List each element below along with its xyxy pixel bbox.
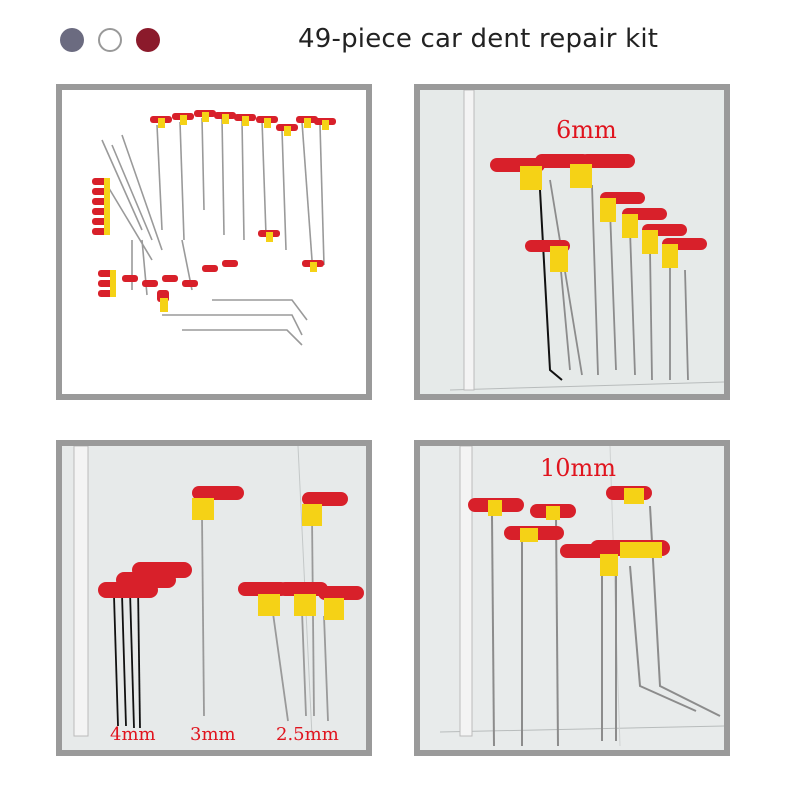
size-label-4mm: 4mm <box>110 724 156 745</box>
overview-photo[interactable] <box>56 84 372 400</box>
product-title: 49-piece car dent repair kit <box>298 24 659 54</box>
six-mm-tools-photo[interactable]: 6mm <box>414 84 730 400</box>
ten-mm-tools-illustration <box>439 446 724 747</box>
size-comparison-photo[interactable]: 4mm 3mm 2.5mm <box>56 440 372 756</box>
six-mm-tools-illustration <box>449 90 724 391</box>
size-comparison-illustration <box>73 446 364 737</box>
size-label-6mm: 6mm <box>556 116 617 144</box>
size-label-3mm: 3mm <box>190 724 236 745</box>
size-label-2-5mm: 2.5mm <box>276 724 339 745</box>
color-swatch-burgundy[interactable] <box>136 28 160 52</box>
color-swatch-white[interactable] <box>98 28 122 52</box>
tool-layout-illustration <box>92 110 336 346</box>
color-swatch-gray[interactable] <box>60 28 84 52</box>
size-label-10mm: 10mm <box>540 454 617 482</box>
color-swatches <box>60 28 160 52</box>
ten-mm-tools-photo[interactable]: 10mm <box>414 440 730 756</box>
